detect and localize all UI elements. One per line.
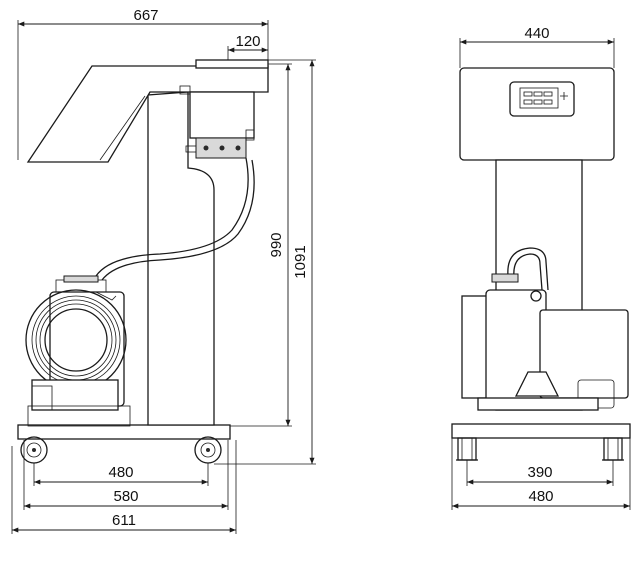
dim-label-480-side: 480 — [108, 464, 133, 481]
front-dimensions: 440 390 480 — [451, 25, 631, 510]
side-wheel-right — [194, 436, 222, 464]
side-hose-upper — [95, 157, 249, 277]
front-view — [451, 67, 631, 461]
dim-label-667: 667 — [133, 7, 158, 24]
dim-label-480-front: 480 — [528, 488, 553, 505]
side-dimensions: 667 120 990 1091 480 580 611 — [11, 7, 316, 534]
dim-label-120: 120 — [235, 33, 260, 50]
front-pump-base — [477, 397, 599, 411]
side-head-body — [189, 91, 255, 139]
dim-label-440: 440 — [524, 25, 549, 42]
front-caster-right — [602, 437, 624, 461]
front-base-plate — [451, 423, 631, 439]
dim-label-580: 580 — [113, 488, 138, 505]
side-base-plate — [17, 424, 231, 440]
side-head-cap — [195, 59, 269, 69]
front-pump-right — [539, 309, 629, 399]
side-pump-foot — [31, 379, 119, 411]
side-wheel-left — [20, 436, 48, 464]
dim-label-1091: 1091 — [292, 245, 309, 278]
dim-label-990: 990 — [268, 232, 285, 257]
dim-label-390: 390 — [527, 464, 552, 481]
front-caster-left — [456, 437, 478, 461]
dim-label-611: 611 — [112, 512, 136, 529]
side-arm-panel — [26, 65, 269, 163]
front-hose — [507, 247, 549, 291]
front-mount — [514, 371, 560, 397]
side-view — [17, 59, 269, 464]
